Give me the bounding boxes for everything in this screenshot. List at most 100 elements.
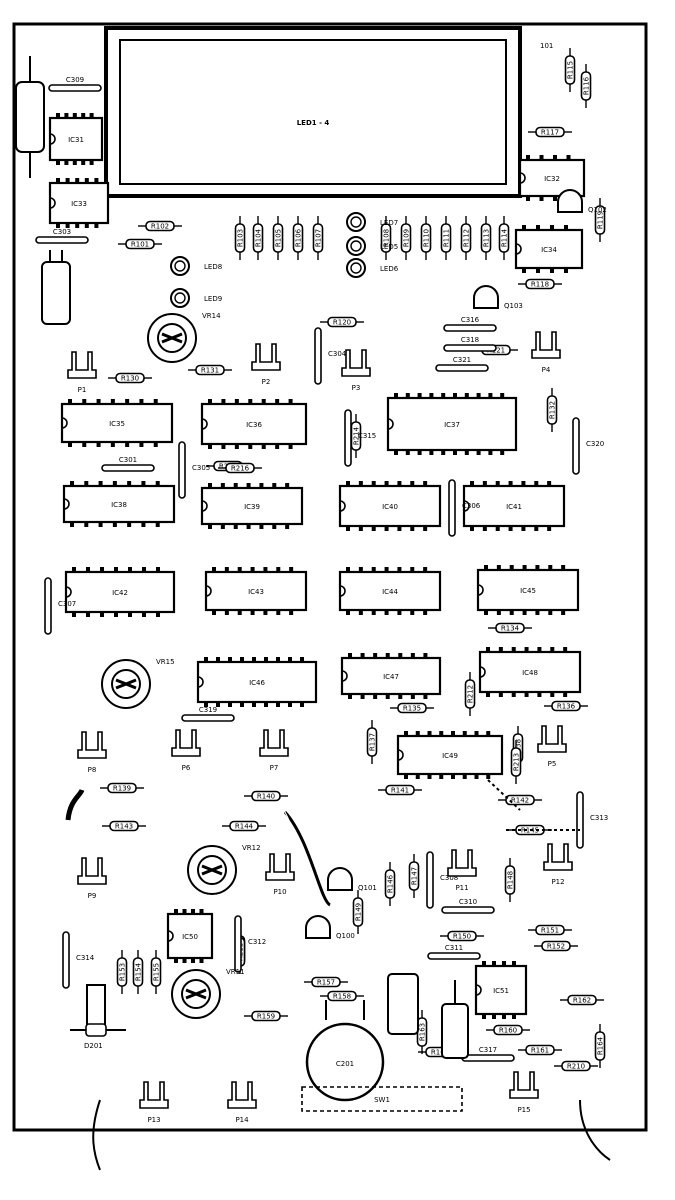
resistor-14: R114 bbox=[498, 215, 510, 261]
resistor-45: R154 bbox=[132, 949, 144, 995]
capacitor-label: C301 bbox=[119, 456, 137, 464]
resistor-63: R216 bbox=[217, 462, 263, 474]
ic-13: IC43 bbox=[204, 567, 308, 615]
resistor-label: R214 bbox=[353, 426, 361, 445]
resistor-22: R130 bbox=[107, 372, 153, 384]
resistor-9: R109 bbox=[400, 215, 412, 261]
led-label: LED8 bbox=[204, 263, 222, 271]
resistor-label: R107 bbox=[315, 229, 323, 247]
display-ref: 101 bbox=[540, 42, 553, 50]
connector-9: P9 bbox=[77, 857, 107, 900]
resistor-label: R157 bbox=[317, 979, 335, 987]
resistor-label: R116 bbox=[583, 76, 591, 95]
resistor-label: R213 bbox=[513, 753, 521, 771]
big-capacitor-c201: C201 bbox=[305, 1000, 385, 1102]
ic-9: IC39 bbox=[200, 483, 304, 529]
resistor-label: R163 bbox=[419, 1023, 427, 1041]
capacitor-label: C319 bbox=[199, 706, 217, 714]
electrolytic-top-left bbox=[15, 56, 45, 178]
resistor-33: R142 bbox=[497, 794, 543, 806]
resistor-label: R161 bbox=[531, 1047, 549, 1055]
ic-label: IC38 bbox=[111, 501, 127, 509]
resistor-label: R212 bbox=[467, 685, 475, 703]
ic-label: IC40 bbox=[382, 503, 398, 511]
capacitor-label: C318 bbox=[461, 336, 479, 344]
resistor-label: R216 bbox=[231, 465, 250, 473]
capacitor-label: C306 bbox=[462, 502, 481, 510]
ic-1: IC31 bbox=[48, 113, 104, 165]
resistor-label: R109 bbox=[403, 229, 411, 247]
resistor-label: R150 bbox=[453, 933, 471, 941]
connector-14: P14 bbox=[227, 1081, 257, 1124]
ic-11: IC41 bbox=[462, 481, 566, 531]
capacitor-label: C321 bbox=[453, 356, 471, 364]
resistor-17: R117 bbox=[527, 126, 573, 138]
resistor-label: R154 bbox=[135, 962, 143, 981]
capacitor-19: C320 bbox=[572, 417, 604, 475]
capacitor-1: C309 bbox=[48, 76, 102, 92]
resistor-label: R142 bbox=[511, 797, 529, 805]
connector-label: P11 bbox=[455, 884, 468, 892]
ic-16: IC46 bbox=[196, 657, 318, 707]
connector-label: P13 bbox=[147, 1116, 160, 1124]
resistor-51: R160 bbox=[485, 1024, 531, 1036]
preset-1: VR14 bbox=[146, 312, 221, 364]
resistor-52: R161 bbox=[517, 1044, 563, 1056]
resistor-label: R135 bbox=[403, 705, 421, 713]
capacitor-2: C303 bbox=[35, 228, 89, 244]
ic-label: IC36 bbox=[246, 421, 262, 429]
loose-wires bbox=[65, 779, 611, 1171]
transistor-2: Q103 bbox=[473, 285, 523, 310]
resistor-label: R152 bbox=[547, 943, 565, 951]
resistor-label: R164 bbox=[597, 1036, 605, 1055]
led-display: LED1 - 4 101 bbox=[104, 26, 553, 198]
resistor-23: R131 bbox=[187, 364, 233, 376]
c201-label: C201 bbox=[336, 1060, 354, 1068]
resistor-label: R134 bbox=[501, 625, 520, 633]
resistor-1: R102 bbox=[137, 220, 183, 232]
resistor-label: R162 bbox=[573, 997, 591, 1005]
ic-21: IC51 bbox=[474, 961, 528, 1019]
capacitor-label: C313 bbox=[590, 814, 608, 822]
preset-3: VR12 bbox=[186, 844, 261, 896]
resistor-label: R140 bbox=[257, 793, 275, 801]
resistor-label: R147 bbox=[411, 867, 419, 885]
ic-17: IC47 bbox=[340, 653, 442, 699]
capacitor-5: C305 bbox=[178, 441, 210, 499]
resistor-26: R135 bbox=[389, 702, 435, 714]
resistor-48: R157 bbox=[303, 976, 349, 988]
resistor-label: R115 bbox=[567, 61, 575, 79]
connector-label: P8 bbox=[88, 766, 97, 774]
resistor-label: R111 bbox=[443, 229, 451, 247]
connector-label: P2 bbox=[262, 378, 271, 386]
connector-label: P7 bbox=[270, 764, 279, 772]
resistor-35: R144 bbox=[221, 820, 267, 832]
resistor-56: R165 bbox=[417, 1046, 463, 1058]
resistor-label: R210 bbox=[567, 1063, 585, 1071]
resistor-28: R137 bbox=[366, 719, 378, 765]
resistor-40: R149 bbox=[352, 889, 364, 935]
resistor-label: R165 bbox=[431, 1049, 449, 1057]
resistor-label: R117 bbox=[541, 129, 559, 137]
resistor-42: R151 bbox=[527, 924, 573, 936]
transistor-label: Q101 bbox=[358, 884, 377, 892]
ic-label: IC41 bbox=[506, 503, 522, 511]
resistor-label: R120 bbox=[333, 319, 351, 327]
connector-4: P4 bbox=[531, 331, 561, 374]
diode-label: D201 bbox=[84, 1042, 103, 1050]
preset-label: VR15 bbox=[156, 658, 175, 666]
ic-20: IC50 bbox=[166, 909, 214, 963]
transistor-1: Q102 bbox=[557, 189, 607, 214]
transistor-label: Q103 bbox=[504, 302, 523, 310]
transistor-4: Q100 bbox=[305, 915, 355, 940]
connector-label: P10 bbox=[273, 888, 286, 896]
resistor-label: R149 bbox=[355, 903, 363, 921]
resistor-label: R104 bbox=[255, 228, 263, 247]
led-5: LED9 bbox=[170, 288, 222, 308]
resistor-label: R155 bbox=[153, 963, 161, 981]
electrolytic-mid-bottom bbox=[387, 973, 469, 1059]
